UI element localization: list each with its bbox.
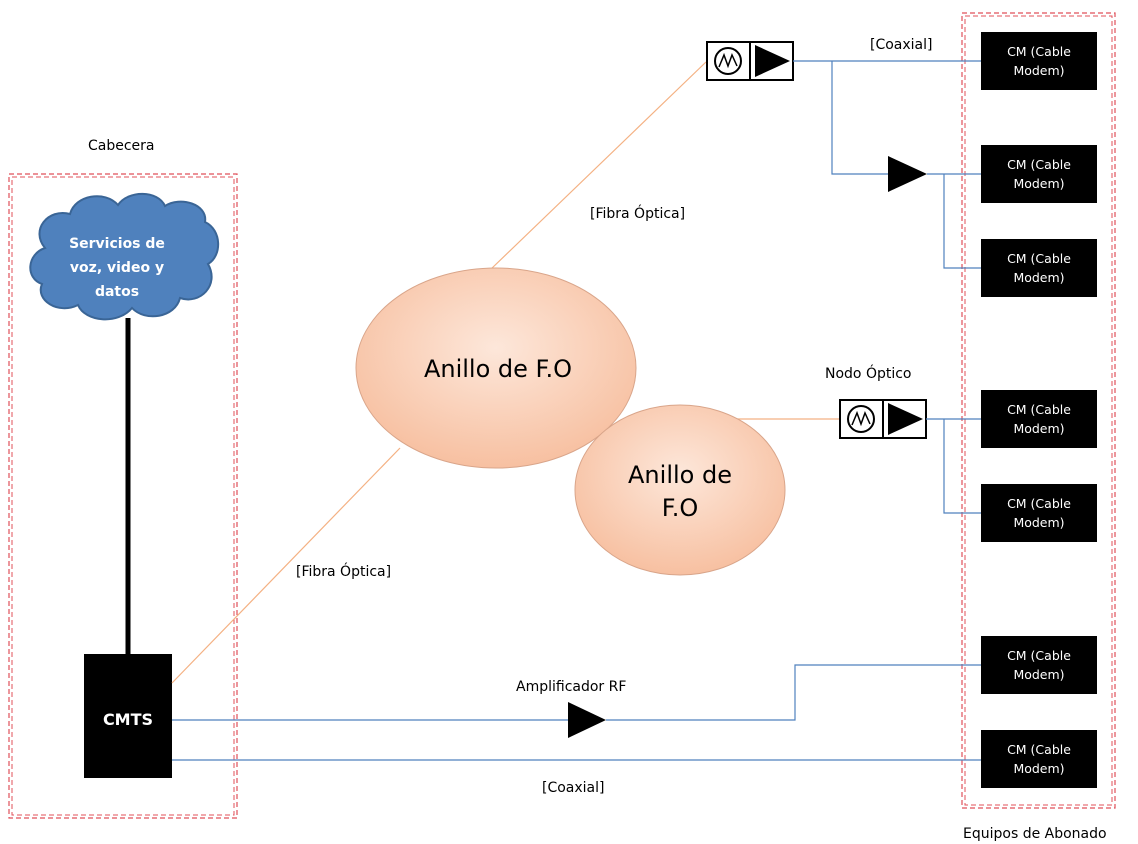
fiber-label-bottom: [Fibra Óptica] [296, 562, 391, 580]
headend-label: Cabecera [88, 138, 155, 154]
ring-large-label: Anillo de F.O [424, 355, 572, 383]
headend-box [8, 173, 238, 819]
optical-node-top-icon [706, 41, 794, 81]
optical-node-label: Nodo Óptico [825, 364, 912, 382]
cable-modem-7: CM (Cable Modem) [981, 730, 1097, 788]
cm-label-line1: CM (Cable [1007, 742, 1071, 757]
cm-label-line1: CM (Cable [1007, 157, 1071, 172]
fiber-cmts-ring [171, 447, 401, 684]
fiber-ring-node-top [489, 61, 707, 271]
ring-small-line2: F.O [662, 494, 698, 522]
amplifier-top-icon [888, 156, 927, 192]
cloud-text-line1: Servicios de [69, 236, 165, 252]
cloud-text-line2: voz, video y [70, 260, 164, 276]
cable-modem-2: CM (Cable Modem) [981, 145, 1097, 203]
cmts-box [84, 654, 172, 778]
fiber-ring-large [355, 267, 637, 469]
cloud-text-line3: datos [95, 284, 139, 300]
cm-label-line2: Modem) [1013, 63, 1064, 78]
coax-top-branch [793, 60, 981, 269]
cm-label-line2: Modem) [1013, 421, 1064, 436]
rf-amplifier-label: Amplificador RF [516, 679, 626, 695]
coaxial-label-bottom: [Coaxial] [542, 780, 605, 796]
cm-label-line1: CM (Cable [1007, 496, 1071, 511]
ring-small-line1: Anillo de [628, 461, 732, 489]
cm-label-line2: Modem) [1013, 761, 1064, 776]
cm-label-line1: CM (Cable [1007, 44, 1071, 59]
coax-mid-branch [926, 418, 981, 514]
cm-label-line2: Modem) [1013, 667, 1064, 682]
cable-modem-5: CM (Cable Modem) [981, 484, 1097, 542]
cm-label-line1: CM (Cable [1007, 251, 1071, 266]
cable-modem-3: CM (Cable Modem) [981, 239, 1097, 297]
cm-label-line2: Modem) [1013, 515, 1064, 530]
cm-label-line1: CM (Cable [1007, 648, 1071, 663]
services-cloud [29, 192, 220, 321]
cable-modem-4: CM (Cable Modem) [981, 390, 1097, 448]
fiber-label-top: [Fibra Óptica] [590, 204, 685, 222]
subscriber-label: Equipos de Abonado [963, 826, 1107, 842]
cmts-label: CMTS [103, 710, 153, 729]
cm-label-line2: Modem) [1013, 270, 1064, 285]
coax-cmts-branch [172, 664, 981, 761]
subscriber-box [961, 12, 1116, 809]
cm-label-line2: Modem) [1013, 176, 1064, 191]
rf-amplifier-icon [568, 702, 606, 738]
optical-node-mid-icon [839, 399, 927, 439]
cm-label-line1: CM (Cable [1007, 402, 1071, 417]
fiber-ring-small [574, 404, 786, 576]
coaxial-label-top: [Coaxial] [870, 37, 933, 53]
cable-modem-1: CM (Cable Modem) [981, 32, 1097, 90]
cable-modem-6: CM (Cable Modem) [981, 636, 1097, 694]
